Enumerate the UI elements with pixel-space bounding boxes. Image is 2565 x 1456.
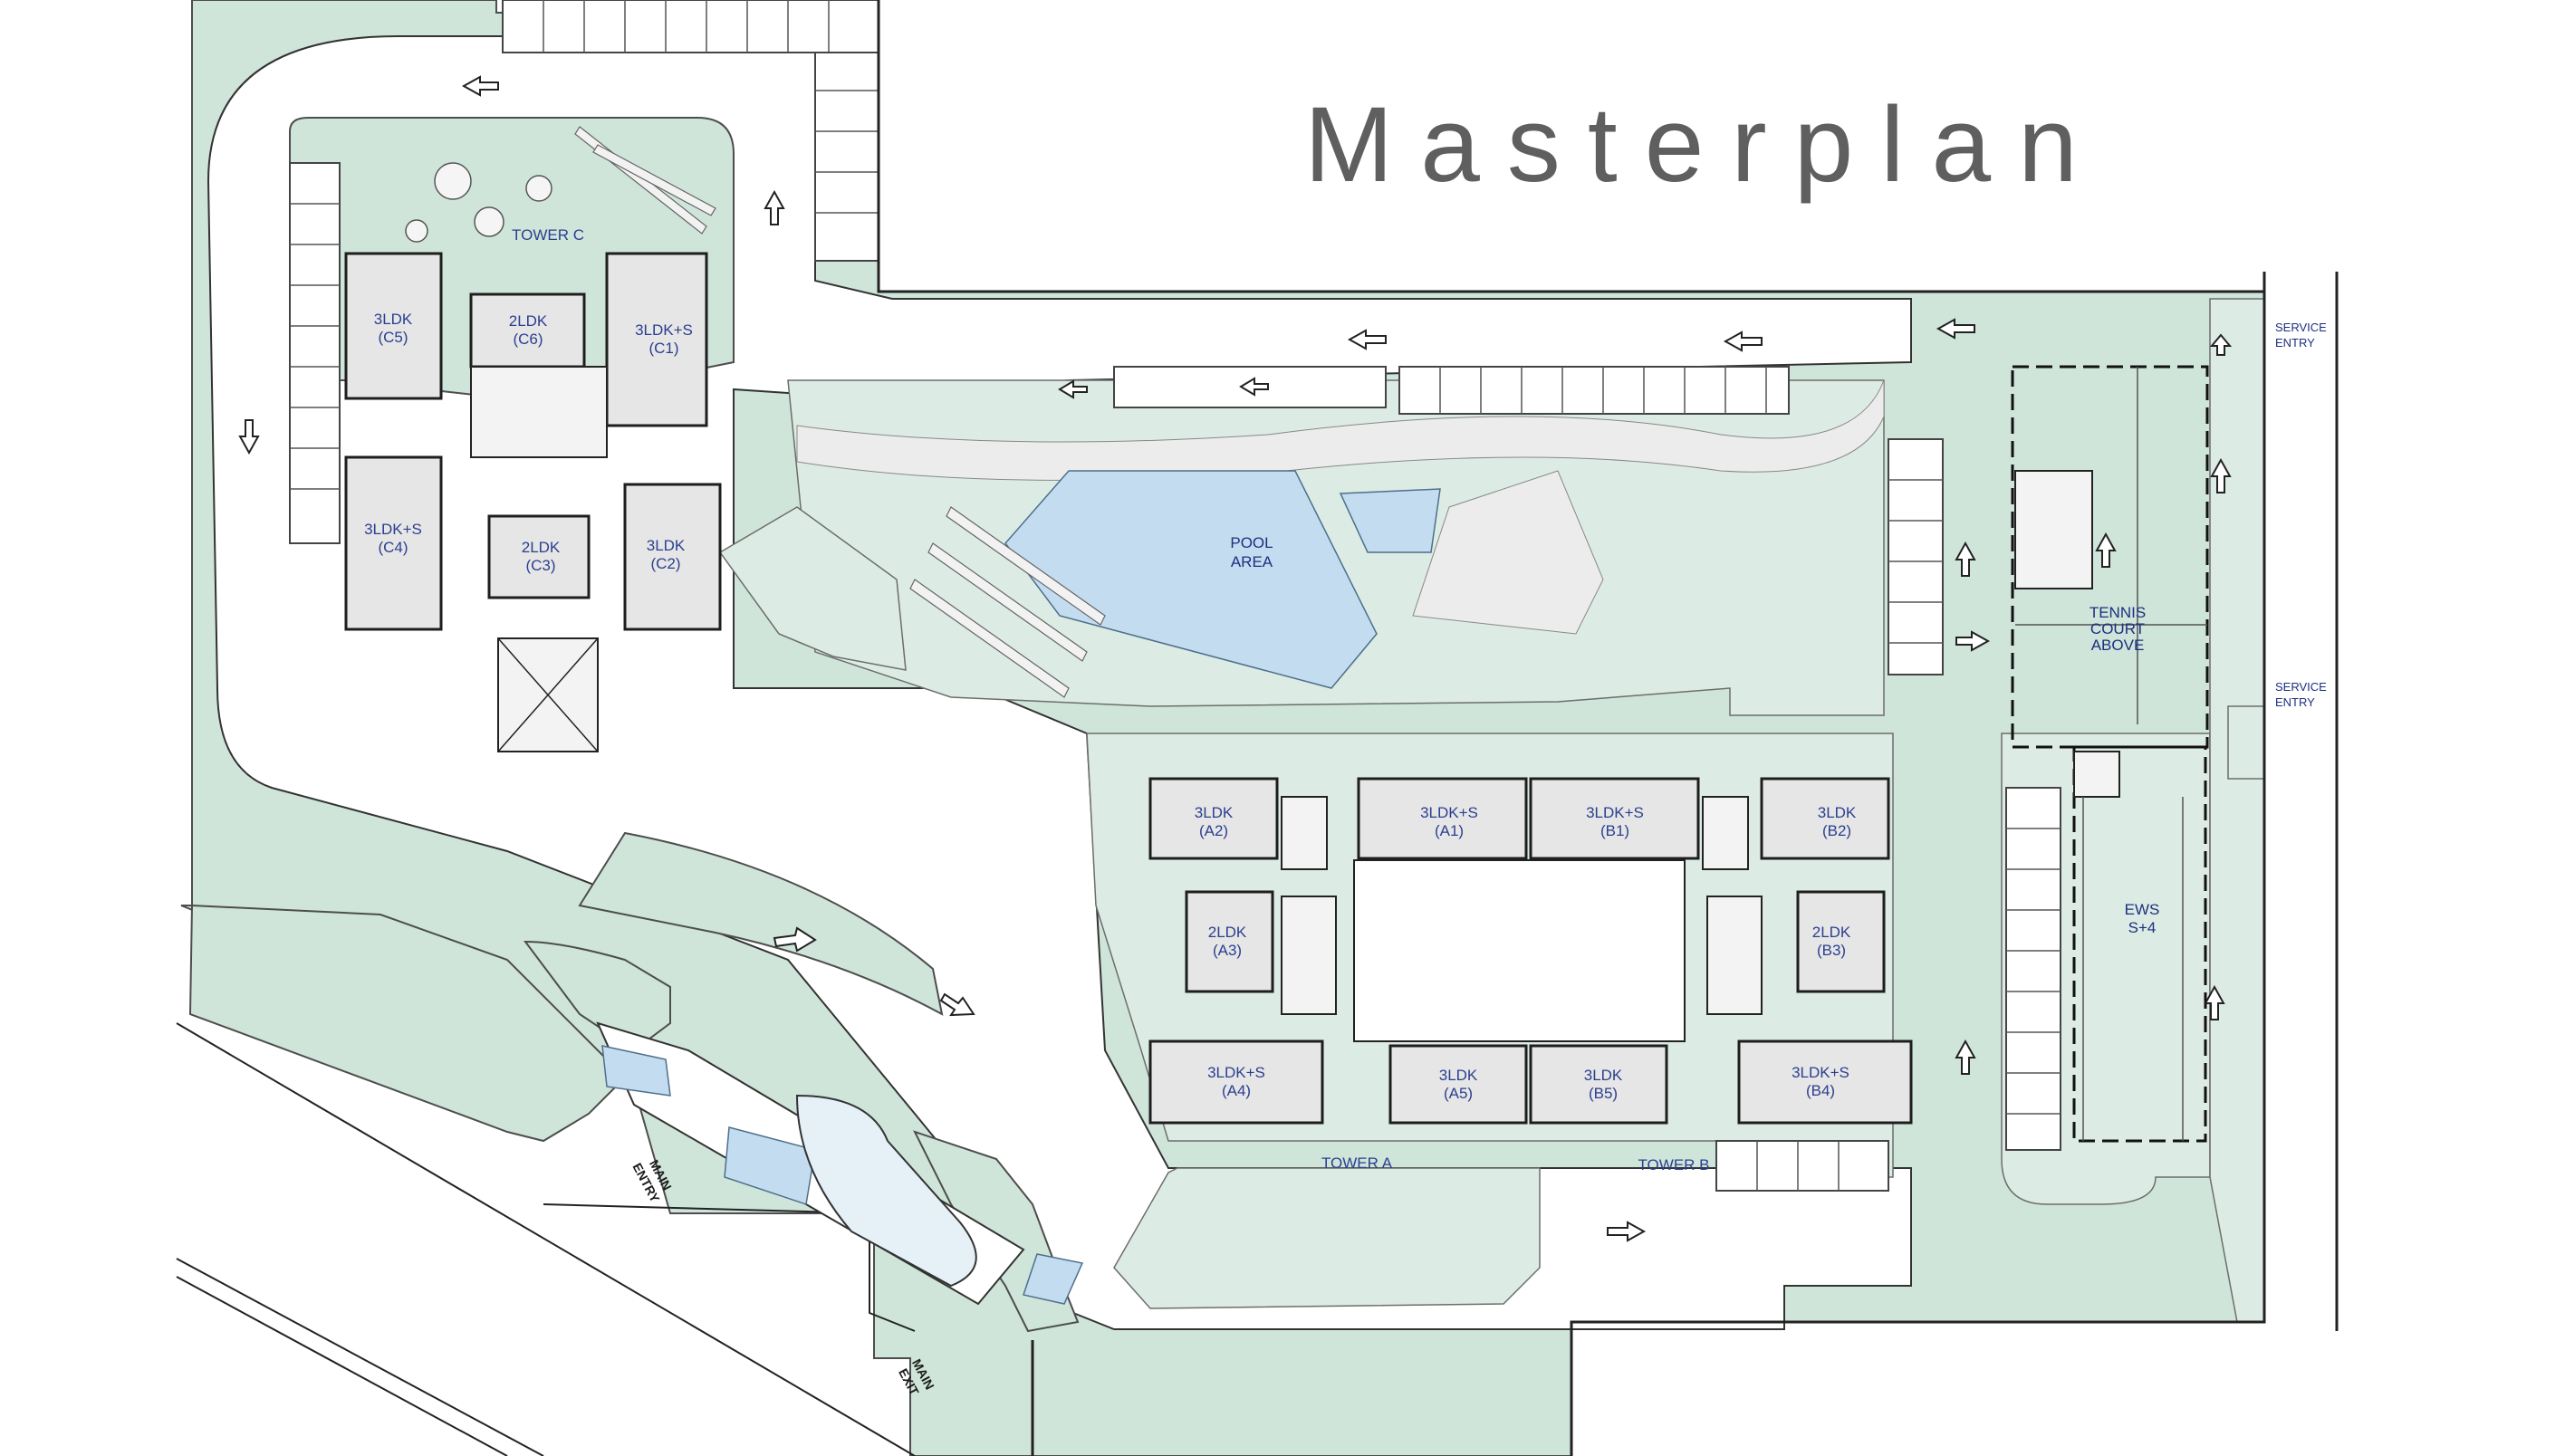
unit-b4-type: 3LDK+S: [1792, 1064, 1849, 1081]
unit-a2-type: 3LDK: [1195, 804, 1234, 821]
unit-c4-code: (C4): [378, 539, 408, 556]
unit-c3-type: 2LDK: [522, 539, 561, 556]
site-boundary: [176, 0, 2339, 1456]
unit-a1-type: 3LDK+S: [1420, 804, 1478, 821]
ews-label-line1: EWS: [2125, 901, 2160, 918]
unit-a1-code: (A1): [1435, 822, 1464, 839]
service-entry-mid-line2: ENTRY: [2275, 695, 2315, 709]
tower-b-core: [1702, 796, 1749, 870]
tower-a-core: [1281, 796, 1328, 870]
arrow-left-icon: [1723, 330, 1763, 352]
unit-c5-code: (C5): [378, 329, 408, 346]
arrow-up-icon: [2095, 532, 2117, 568]
arrow-right-icon: [939, 992, 975, 1017]
tennis-label-line2: COURT: [2090, 620, 2145, 637]
ews-outline: [2072, 745, 2207, 1143]
unit-c2-type: 3LDK: [647, 537, 686, 554]
unit-a5-type: 3LDK: [1439, 1067, 1478, 1084]
tennis-label-line1: TENNIS: [2089, 604, 2146, 621]
unit-b1: [1529, 777, 1700, 860]
arrow-right-icon: [773, 926, 817, 953]
unit-b2-code: (B2): [1822, 822, 1851, 839]
unit-b5-type: 3LDK: [1584, 1067, 1623, 1084]
unit-a2-code: (A2): [1199, 822, 1228, 839]
arrow-right-icon: [1955, 630, 1991, 652]
arrow-up-icon: [764, 189, 785, 225]
tower-b-stair: [1706, 896, 1763, 1015]
pool-area: POOL AREA: [574, 126, 1885, 698]
unit-c6: [469, 292, 586, 369]
service-entry-top-line1: SERVICE: [2275, 321, 2327, 334]
tower-b-label: TOWER B: [1638, 1156, 1709, 1173]
unit-a4: [1148, 1039, 1324, 1125]
pool-label-line1: POOL: [1230, 534, 1273, 551]
unit-a5-code: (A5): [1444, 1085, 1473, 1102]
arrow-down-icon: [238, 419, 260, 455]
unit-a4-type: 3LDK+S: [1207, 1064, 1265, 1081]
unit-a3-code: (A3): [1213, 942, 1242, 959]
arrow-up-icon: [1955, 1039, 1976, 1075]
unit-c2: [623, 483, 722, 631]
tower-c-core: [470, 366, 608, 458]
unit-c1-type: 3LDK+S: [635, 321, 693, 339]
tower-c: TOWER C 3LDK (C5) 2LDK (C6) 3LDK+S (C1) …: [344, 162, 722, 752]
unit-b4-code: (B4): [1806, 1082, 1835, 1099]
ews-core: [2073, 751, 2120, 798]
unit-b4: [1737, 1039, 1913, 1125]
unit-c1-code: (C1): [648, 340, 678, 357]
unit-c3-code: (C3): [525, 557, 555, 574]
unit-c5-type: 3LDK: [374, 311, 413, 328]
arrow-up-icon: [2210, 457, 2232, 493]
tower-ab-block: 3LDK (A2) 3LDK+S (A1) 3LDK+S (B1) 3LDK (…: [1148, 777, 1913, 1173]
unit-c2-code: (C2): [650, 555, 680, 572]
service-entry-mid-line1: SERVICE: [2275, 680, 2327, 694]
unit-a4-code: (A4): [1222, 1082, 1251, 1099]
unit-a1: [1357, 777, 1528, 860]
unit-c3: [487, 514, 591, 599]
unit-a5: [1388, 1044, 1528, 1125]
unit-c5: [344, 252, 443, 400]
unit-b5-code: (B5): [1589, 1085, 1618, 1102]
traffic-arrows: [238, 75, 2233, 1242]
unit-b1-type: 3LDK+S: [1586, 804, 1644, 821]
unit-c6-type: 2LDK: [509, 312, 548, 330]
unit-b2-type: 3LDK: [1818, 804, 1857, 821]
parking-bays: [289, 0, 2061, 1192]
arrow-left-icon: [1347, 329, 1387, 350]
unit-a3: [1185, 890, 1274, 993]
arrow-up-icon: [2209, 333, 2233, 356]
arrow-left-icon: [1239, 377, 1269, 397]
tower-a-stair: [1281, 896, 1337, 1015]
tower-c-label: TOWER C: [512, 226, 584, 244]
service-block: TENNIS COURT ABOVE EWS S+4: [2011, 365, 2209, 1143]
arrow-left-icon: [1936, 318, 1975, 340]
arrow-right-icon: [1607, 1221, 1647, 1242]
tower-a-label: TOWER A: [1321, 1154, 1393, 1172]
service-entry-top-line2: ENTRY: [2275, 336, 2315, 350]
arrow-left-icon: [461, 75, 499, 97]
tennis-core: [2014, 470, 2093, 589]
tennis-label-line3: ABOVE: [2091, 637, 2145, 654]
main-gates: MAIN ENTRY MAIN EXIT: [596, 1021, 1084, 1398]
unit-a2: [1148, 777, 1279, 860]
service-entries: SERVICE ENTRY SERVICE ENTRY: [2275, 321, 2327, 709]
unit-b3-type: 2LDK: [1812, 924, 1851, 941]
unit-b3: [1796, 890, 1886, 993]
page-title: Masterplan: [1304, 85, 2105, 205]
unit-c4: [344, 455, 443, 631]
unit-b3-code: (B3): [1817, 942, 1846, 959]
arrow-up-icon: [1955, 541, 1976, 577]
unit-a3-type: 2LDK: [1208, 924, 1247, 941]
arrow-up-icon: [2204, 984, 2225, 1020]
arrow-left-icon: [1058, 379, 1088, 399]
unit-b2: [1760, 777, 1890, 860]
ews-label-line2: S+4: [2128, 919, 2157, 936]
unit-b1-code: (B1): [1600, 822, 1629, 839]
unit-c1: [605, 252, 708, 427]
pool-label-line2: AREA: [1231, 553, 1273, 570]
unit-c4-type: 3LDK+S: [364, 521, 422, 538]
unit-c6-code: (C6): [513, 330, 543, 348]
unit-b5: [1529, 1044, 1668, 1125]
